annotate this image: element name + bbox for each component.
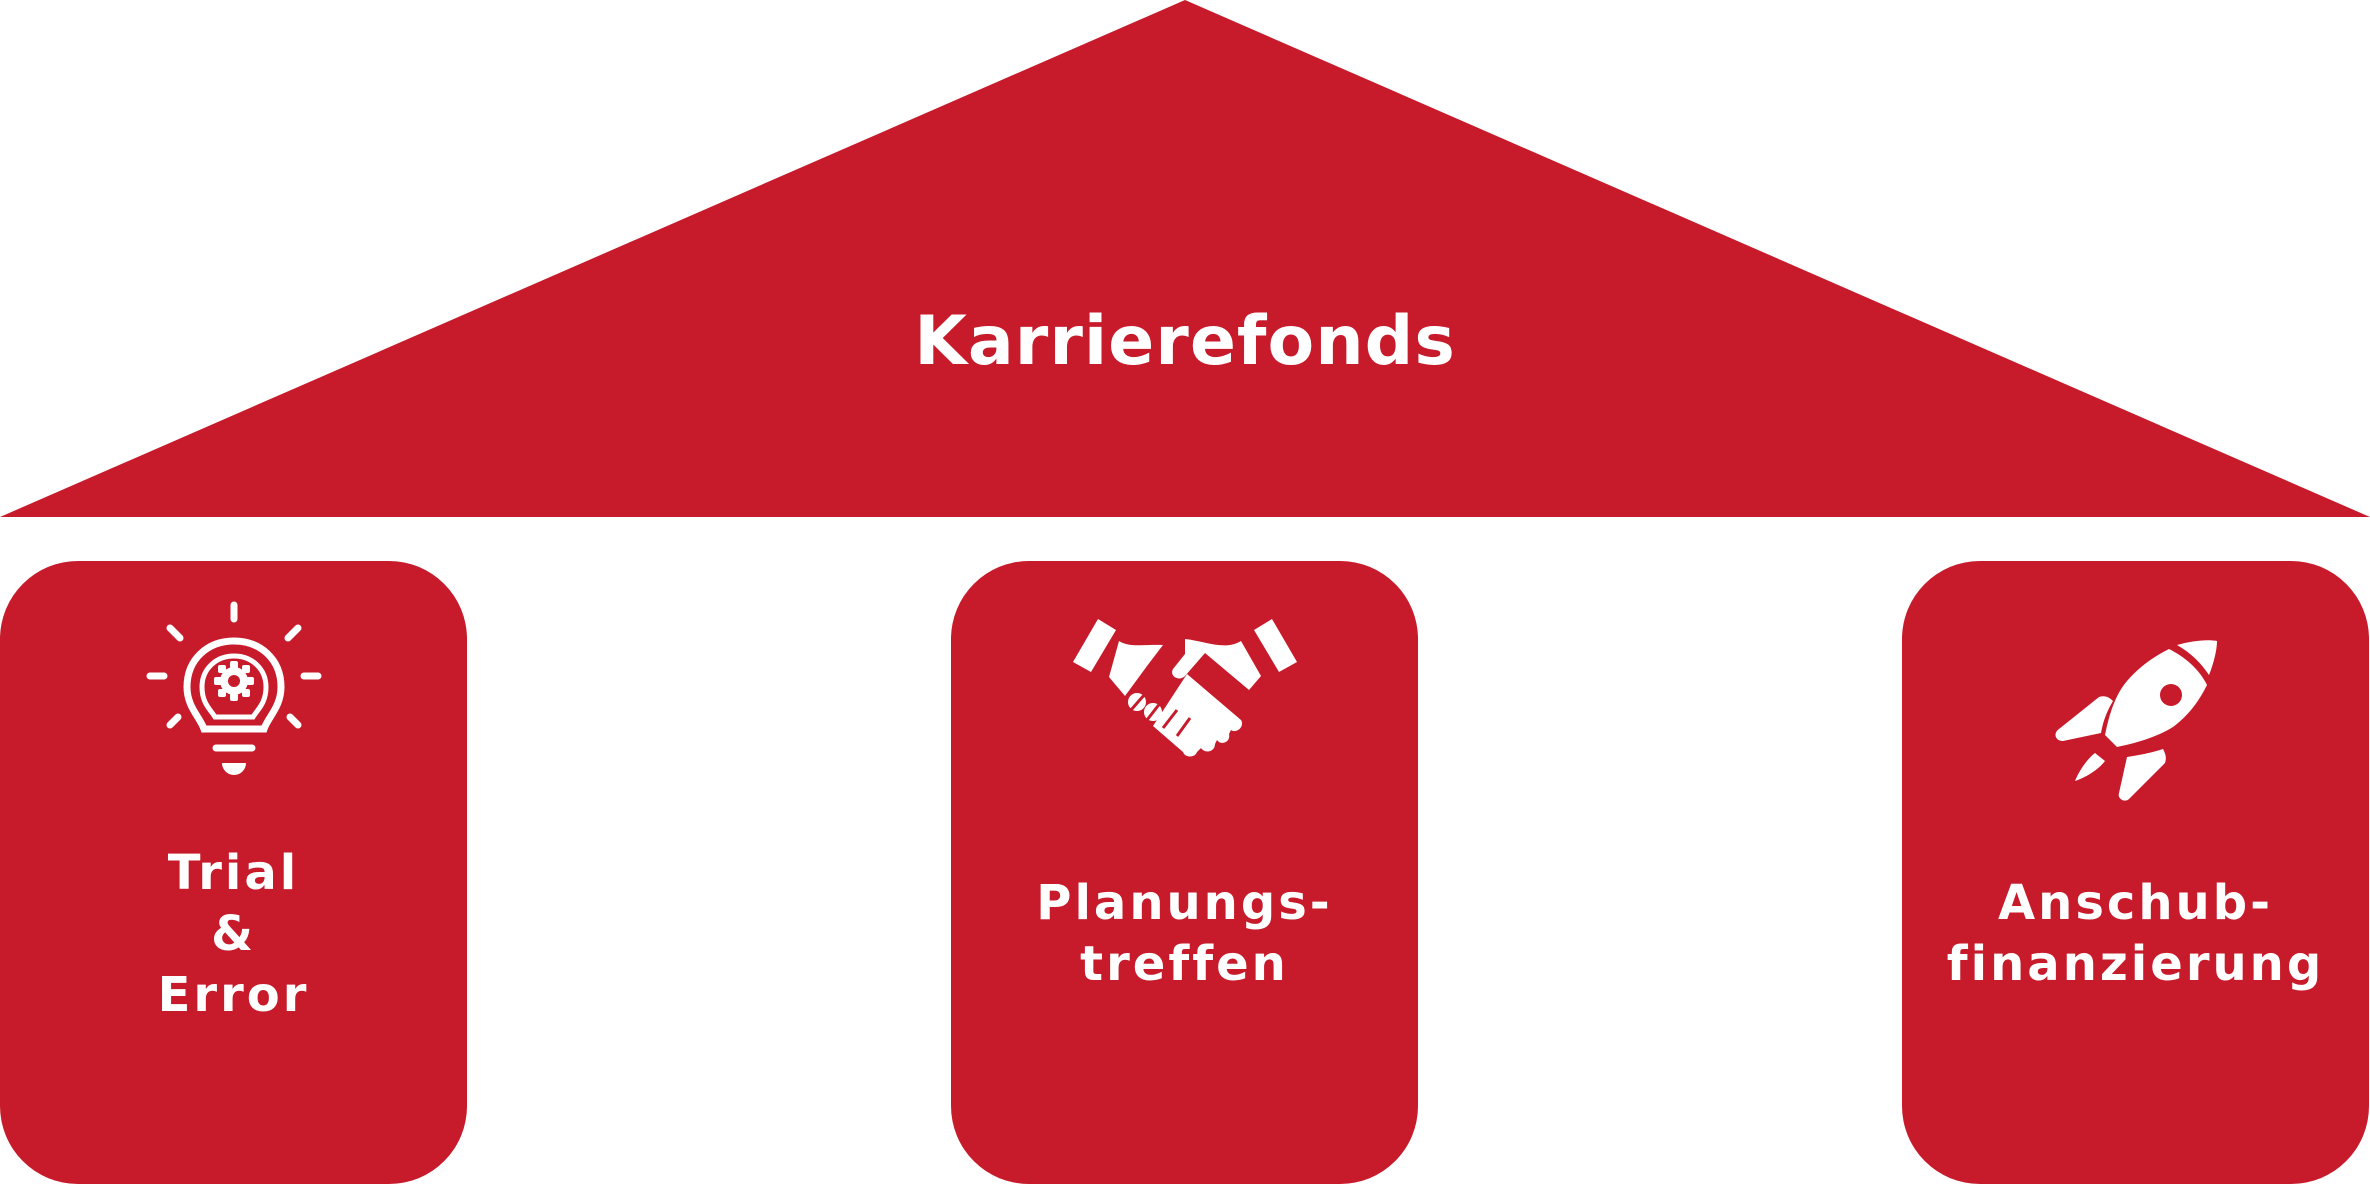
rocket-icon	[1902, 639, 2369, 814]
pillar-label: Planungs- treffen	[951, 873, 1418, 995]
pillar-label-line: Planungs-	[1036, 875, 1333, 931]
pillar-label-line: treffen	[1080, 936, 1289, 992]
pillar-label: Trial & Error	[0, 843, 467, 1026]
roof-triangle	[0, 0, 2370, 517]
pillar-label-line: &	[211, 906, 256, 962]
pillar-label-line: Error	[157, 967, 310, 1023]
pillar-label-line: Anschub-	[1998, 875, 2273, 931]
handshake-icon	[951, 616, 1418, 766]
pillar-label: Anschub- finanzierung	[1902, 873, 2369, 995]
pillar-label-line: Trial	[167, 845, 300, 901]
roof-title: Karrierefonds	[914, 302, 1456, 381]
pillar-label-line: finanzierung	[1946, 936, 2325, 992]
pillar-trial-and-error: Trial & Error	[0, 561, 467, 1184]
pillar-anschubfinanzierung: Anschub- finanzierung	[1902, 561, 2369, 1184]
pillar-planungstreffen: Planungs- treffen	[951, 561, 1418, 1184]
lightbulb-gear-icon	[0, 599, 467, 779]
